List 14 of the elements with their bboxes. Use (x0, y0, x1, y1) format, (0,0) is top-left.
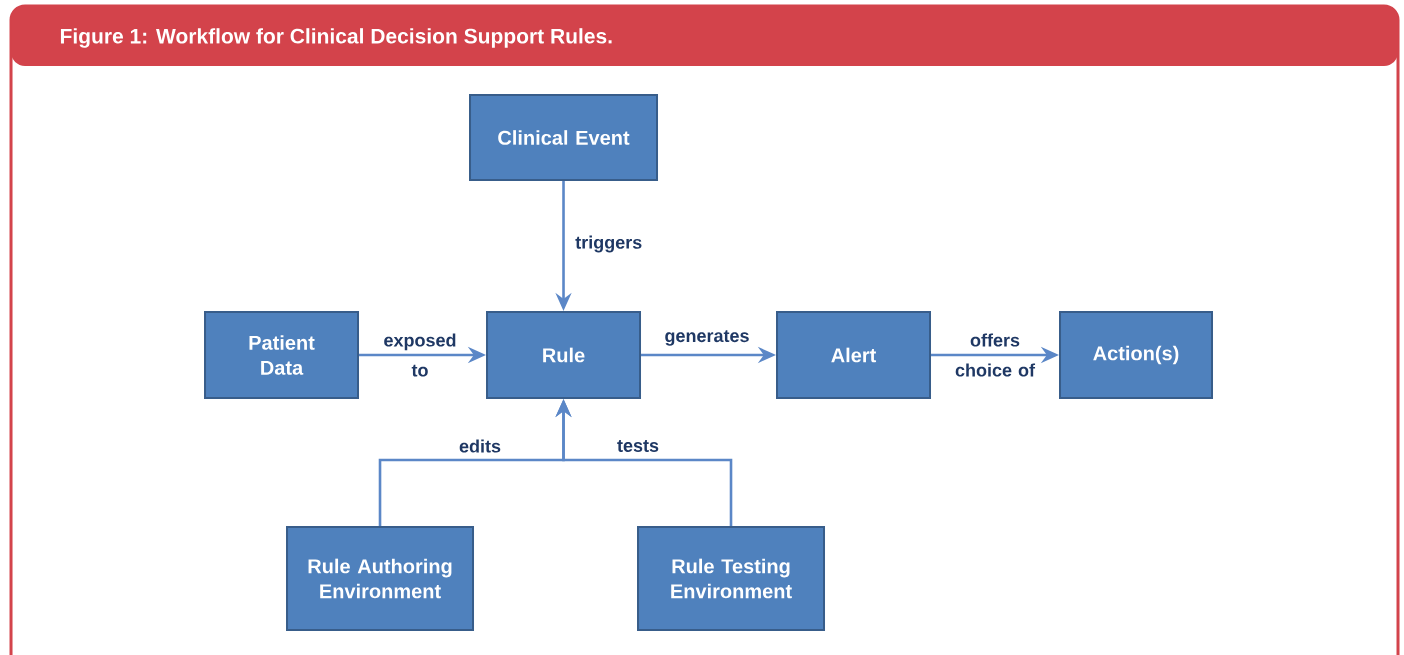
process-box: Patient Data (204, 311, 359, 399)
edge-label: offers choice of (955, 333, 1036, 377)
edge-label: edits (459, 439, 501, 453)
process-box: Action(s) (1059, 311, 1213, 399)
title-banner: Figure 1: Workflow for Clinical Decision Support Rules. (11, 6, 1398, 66)
edge-label: triggers (575, 235, 642, 253)
edge-label: generates (665, 330, 749, 346)
process-box: Rule Authoring Environment (286, 526, 474, 631)
process-box: Clinical Event (469, 94, 658, 181)
process-box: Rule (486, 311, 641, 399)
process-box: Rule Testing Environment (637, 526, 825, 631)
edge-label: tests (617, 440, 659, 452)
process-box: Alert (776, 311, 931, 399)
edge-label: exposed to (384, 333, 456, 377)
